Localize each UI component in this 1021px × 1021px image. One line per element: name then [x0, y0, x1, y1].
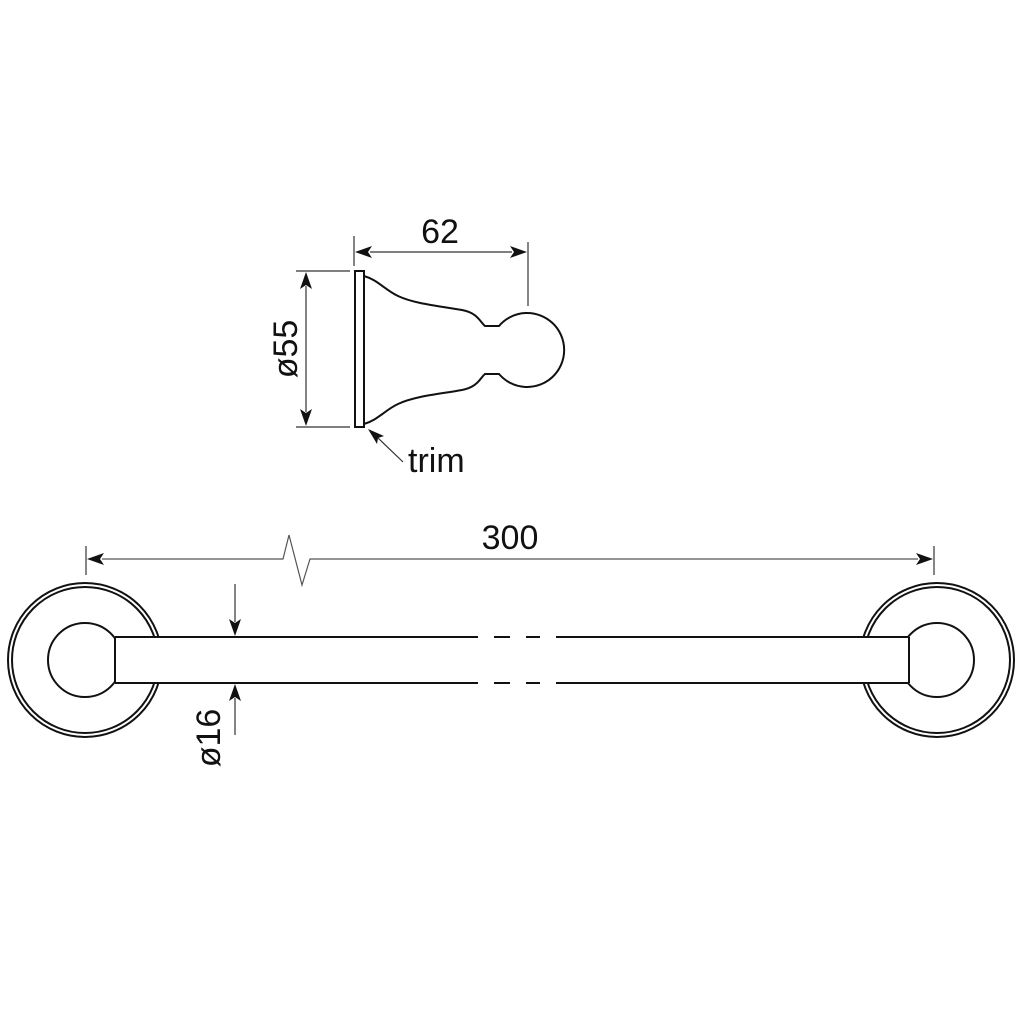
- trim-leader-arrow: [368, 429, 404, 463]
- hook-width-dimension: [353, 236, 529, 306]
- hook-width-label: 62: [421, 213, 459, 251]
- bar-length-dimension: [85, 534, 935, 588]
- towel-bar-rod: [114, 636, 910, 684]
- hook-body-outline: [363, 275, 566, 425]
- trim-label: trim: [408, 442, 465, 480]
- hook-diameter-dimension: [296, 270, 350, 428]
- break-line: [102, 534, 918, 588]
- bar-diameter-dimension: [229, 584, 241, 735]
- hook-diameter-label: ø55: [267, 320, 305, 379]
- bar-length-label: 300: [482, 519, 539, 557]
- bar-diameter-label: ø16: [190, 709, 228, 768]
- robe-hook-side-view: [354, 270, 566, 428]
- right-rosette: [859, 582, 1015, 738]
- trim-plate: [354, 270, 365, 428]
